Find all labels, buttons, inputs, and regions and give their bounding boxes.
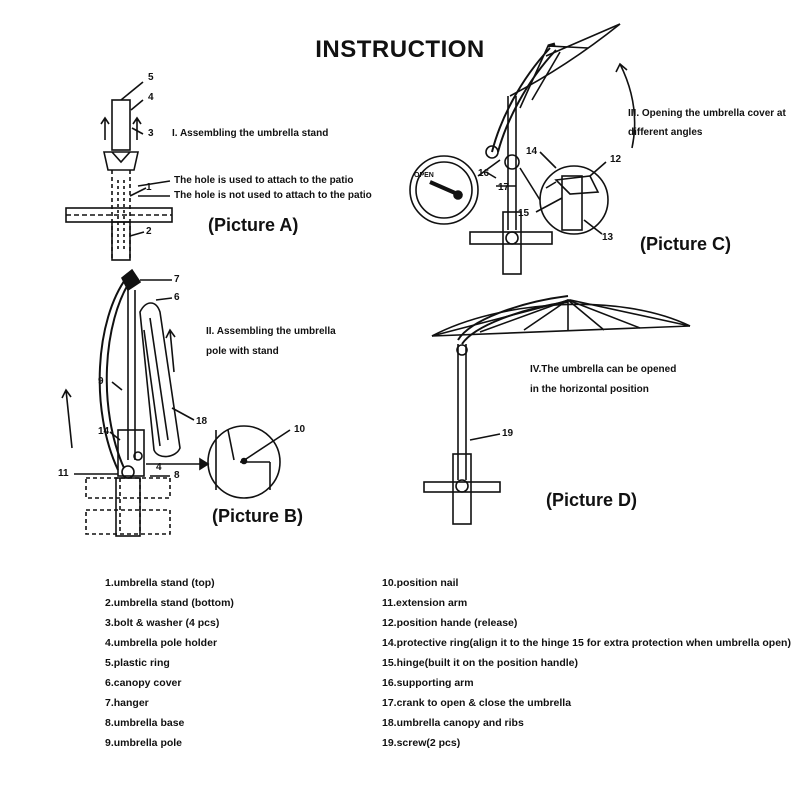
- legend-item: 7.hanger: [105, 697, 149, 709]
- stand-bottom-tube: [111, 221, 131, 261]
- legend-item: 2.umbrella stand (bottom): [105, 597, 234, 609]
- callout-a-3: 3: [148, 128, 154, 139]
- step-4-label-line1: IV.The umbrella can be opened: [530, 364, 677, 375]
- callout-a-2: 2: [146, 226, 152, 237]
- step-2-label-line2: pole with stand: [206, 346, 279, 357]
- legend-item: 15.hinge(built it on the position handle…: [382, 657, 578, 669]
- picture-a-caption: (Picture A): [208, 215, 299, 235]
- step-3-label-line2: different angles: [628, 127, 703, 138]
- callout-c-15: 15: [518, 208, 530, 219]
- legend-item: 4.umbrella pole holder: [105, 637, 218, 649]
- legend-item: 17.crank to open & close the umbrella: [382, 697, 572, 709]
- picture-b-caption: (Picture B): [212, 506, 304, 526]
- legend-item: 19.screw(2 pcs): [382, 737, 461, 749]
- callout-b-7: 7: [174, 274, 180, 285]
- callout-c-14: 14: [526, 146, 538, 157]
- callout-a-5: 5: [148, 72, 154, 83]
- callout-b-6: 6: [174, 292, 180, 303]
- hole-not-used-label: The hole is not used to attach to the pa…: [174, 190, 372, 201]
- picture-d-drawing: [423, 295, 691, 525]
- picture-c-drawing: [409, 23, 636, 275]
- callout-b-11: 11: [58, 468, 69, 479]
- plastic-ring: [103, 151, 139, 171]
- callout-d-19: 19: [502, 428, 514, 439]
- legend-item: 16.supporting arm: [382, 677, 474, 689]
- legend-item: 6.canopy cover: [105, 677, 182, 689]
- callout-b-8: 8: [174, 470, 180, 481]
- legend-item: 8.umbrella base: [105, 717, 185, 729]
- callout-c-13: 13: [602, 232, 614, 243]
- callout-a-1: 1: [146, 182, 152, 193]
- legend-item: 10.position nail: [382, 577, 459, 589]
- callout-b-4: 4: [156, 462, 162, 473]
- dial-open-text: OPEN: [414, 172, 434, 179]
- step-2-label-line1: II. Assembling the umbrella: [206, 326, 336, 337]
- callout-c-12: 12: [610, 154, 622, 165]
- page-title: INSTRUCTION: [315, 36, 485, 63]
- legend-item: 12.position hande (release): [382, 617, 518, 629]
- stand-top-tube: [111, 99, 131, 151]
- callout-a-4: 4: [148, 92, 154, 103]
- legend-item: 3.bolt & washer (4 pcs): [105, 617, 220, 629]
- legend-item: 11.extension arm: [382, 597, 468, 609]
- legend-item: 18.umbrella canopy and ribs: [382, 717, 524, 729]
- legend-item: 14.protective ring(align it to the hinge…: [382, 637, 791, 649]
- step-1-label: I. Assembling the umbrella stand: [172, 128, 329, 139]
- step-4-label-line2: in the horizontal position: [530, 384, 649, 395]
- picture-b-drawing: [61, 268, 291, 537]
- picture-a-drawing: [65, 81, 173, 261]
- callout-b-10: 10: [294, 424, 306, 435]
- legend-item: 1.umbrella stand (top): [105, 577, 215, 589]
- callout-c-17: 17: [498, 182, 510, 193]
- callout-b-9: 9: [98, 376, 104, 387]
- picture-c-caption: (Picture C): [640, 234, 732, 254]
- callout-b-14: 14: [98, 426, 110, 437]
- callout-c-16: 16: [478, 168, 490, 179]
- hole-used-label: The hole is used to attach to the patio: [174, 175, 354, 186]
- legend-item: 9.umbrella pole: [105, 737, 183, 749]
- picture-d-caption: (Picture D): [546, 490, 638, 510]
- step-3-label-line1: III. Opening the umbrella cover at: [628, 108, 786, 119]
- legend-item: 5.plastic ring: [105, 657, 170, 669]
- callout-b-18: 18: [196, 416, 208, 427]
